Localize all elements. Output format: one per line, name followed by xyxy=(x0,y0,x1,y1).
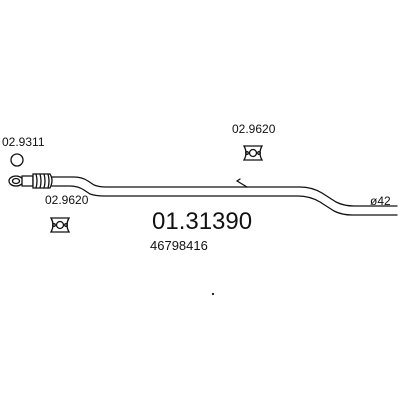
pipe-diameter-label: ø42 xyxy=(370,194,391,208)
flange-gasket-top-icon xyxy=(242,145,264,161)
part-number: 01.31390 xyxy=(152,208,252,235)
flange-gasket-left-part-number: 02.9620 xyxy=(45,193,89,207)
front-flange-flex-joint xyxy=(8,173,53,189)
oem-number: 46798416 xyxy=(150,238,208,253)
ring-gasket-icon xyxy=(10,153,24,167)
pipe-bracket-hook xyxy=(236,180,248,188)
flange-gasket-left-icon xyxy=(49,217,71,233)
flange-gasket-top-part-number: 02.9620 xyxy=(232,122,276,136)
stray-dot xyxy=(211,292,215,296)
ring-gasket-part-number: 02.9311 xyxy=(2,135,45,149)
exhaust-pipe xyxy=(51,176,398,216)
